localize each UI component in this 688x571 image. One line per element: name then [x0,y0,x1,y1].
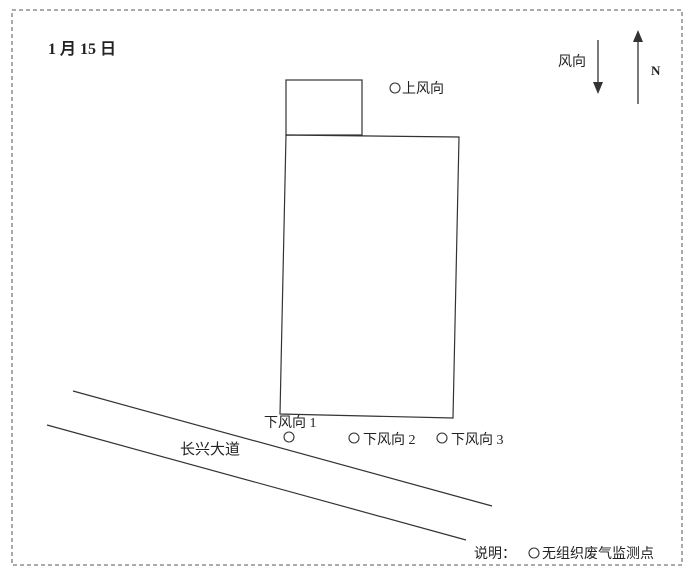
upwind-point-icon [389,82,401,94]
date-label: 1 月 15 日 [48,40,116,58]
road-edge-upper [72,390,493,507]
road-label: 长兴大道 [180,441,240,458]
downwind-3-point-icon [436,432,448,444]
wind-arrow-down-icon [593,40,603,94]
downwind-1-point-icon [283,431,295,443]
downwind-1-label: 下风向 1 [264,415,317,431]
dashed-frame [11,9,683,566]
wind-direction-label: 风向 [558,54,586,70]
downwind-3-label: 下风向 3 [451,432,504,448]
downwind-2-point-icon [348,432,360,444]
small-building [285,79,363,136]
north-arrow-icon [633,30,643,104]
upwind-label: 上风向 [402,81,444,97]
main-building [279,134,460,419]
north-label: N [651,63,661,78]
legend-point-icon [528,547,540,559]
road-edge-lower [46,424,467,541]
downwind-2-label: 下风向 2 [363,432,416,448]
legend-item-label: 无组织废气监测点 [542,546,654,562]
legend-prefix: 说明： [474,546,516,562]
